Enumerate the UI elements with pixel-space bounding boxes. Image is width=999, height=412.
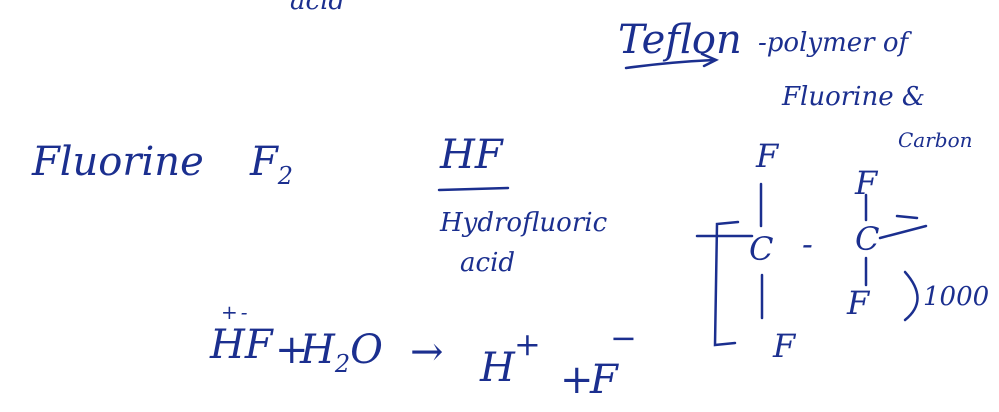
right-bracket <box>895 214 919 220</box>
teflon-description-line1: -polymer of <box>758 28 909 58</box>
equation-hf-charges: +- <box>221 300 251 324</box>
hf-underline <box>437 186 510 192</box>
structure-atom-f-bottom-right: F <box>847 284 870 322</box>
acid-fragment: acid <box>290 0 346 16</box>
equation-reactant-water: H2O <box>300 327 383 378</box>
structure-atom-c-left: C <box>749 230 774 268</box>
right-paren <box>903 270 919 322</box>
equation-reactant-hf: HF <box>210 322 273 368</box>
hf-name-line1: Hydrofluoric <box>440 208 608 238</box>
teflon-description-line2: Fluorine & <box>782 82 926 112</box>
teflon-underline <box>624 58 716 70</box>
equation-product-f-charge: − <box>610 319 637 357</box>
hf-formula: HF <box>440 132 503 178</box>
fluorine-formula: F2 <box>250 139 294 190</box>
equation-arrow: → <box>410 329 444 375</box>
structure-atom-c-right: C <box>855 220 880 258</box>
equation-product-h-charge: + <box>514 325 541 363</box>
teflon-underline-hook <box>700 52 719 68</box>
equation-plus-2: + <box>560 357 594 403</box>
equation-product-f: F <box>590 357 618 403</box>
fluorine-label: Fluorine <box>32 139 204 185</box>
structure-repeat-count: 1000 <box>923 282 990 312</box>
structure-atom-f-top-right: F <box>855 164 878 202</box>
teflon-description-line3: Carbon <box>898 128 973 152</box>
equation-product-h: H <box>480 345 515 391</box>
structure-bond-cc: - <box>802 225 813 263</box>
left-bracket <box>713 220 740 347</box>
right-tail-line <box>878 224 928 240</box>
teflon-title: Teflon <box>618 17 742 63</box>
structure-atom-f-bottom-left: F <box>773 327 796 365</box>
equation-plus-1: + <box>275 327 309 373</box>
structure-atom-f-top-left: F <box>756 137 779 175</box>
hf-name-line2: acid <box>460 248 516 278</box>
